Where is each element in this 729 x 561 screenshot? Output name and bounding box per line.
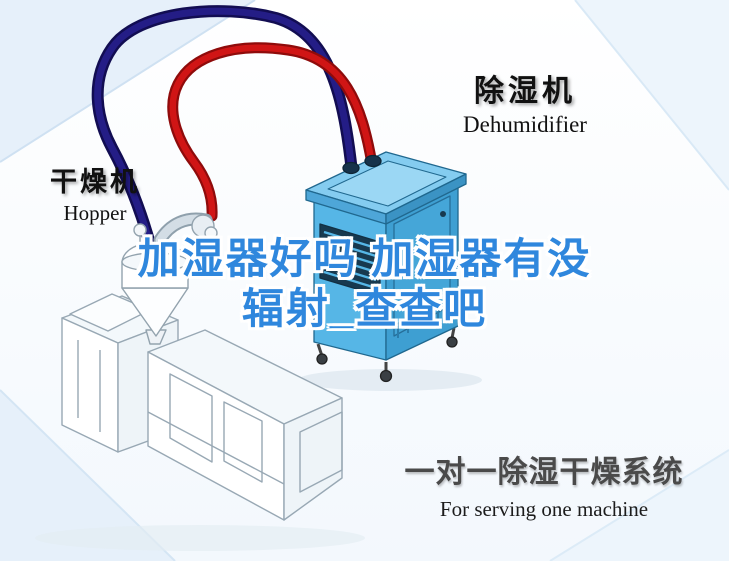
hose-connector	[342, 161, 360, 175]
hopper-label-cn: 干燥机	[50, 167, 140, 197]
dehumidifier-label: 除湿机 Dehumidifier	[430, 66, 620, 138]
extruder-shadow	[35, 525, 365, 551]
dehumidifier-label-cn: 除湿机	[474, 75, 576, 108]
door-handle	[440, 211, 446, 217]
dehumidifier-vent-grille	[319, 223, 381, 297]
dehumidifier-unit	[305, 151, 467, 383]
dehumidifier-label-en: Dehumidifier	[463, 112, 587, 137]
hose-red	[167, 42, 378, 222]
article-title: 加湿器好吗 加湿器有没 辐射_查查吧	[0, 234, 729, 333]
hopper-label: 干燥机 Hopper	[30, 160, 160, 226]
caster-wheel	[446, 336, 458, 348]
dehumidifier-door	[393, 195, 451, 337]
article-title-line2: 辐射_查查吧	[241, 284, 488, 332]
caster-wheel	[316, 353, 328, 365]
system-caption-cn: 一对一除湿干燥系统	[404, 456, 684, 489]
hopper-label-en: Hopper	[63, 201, 127, 225]
hose-connector	[364, 154, 382, 168]
article-title-line1: 加湿器好吗 加湿器有没	[137, 235, 592, 282]
caster-wheel	[379, 369, 393, 383]
system-caption-en: For serving one machine	[439, 497, 649, 521]
system-caption: 一对一除湿干燥系统 For serving one machine	[396, 447, 692, 522]
hopper-unit	[121, 212, 218, 345]
